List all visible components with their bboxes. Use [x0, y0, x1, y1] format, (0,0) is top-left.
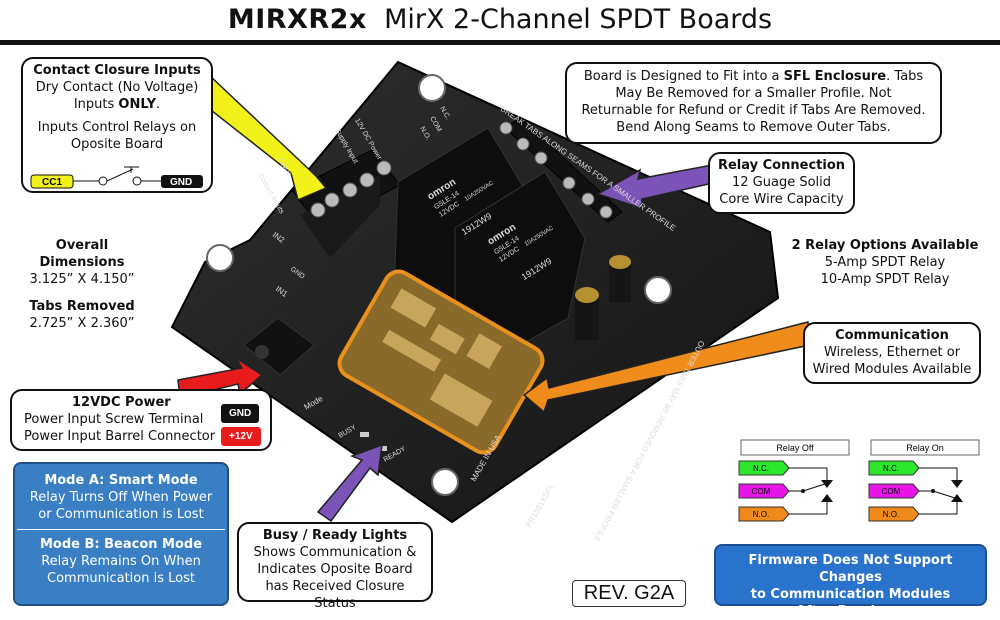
relay-screw: [599, 205, 613, 219]
relay-off-nc: N.C.: [753, 464, 769, 473]
relay-connection-callout: Relay Connection 12 Guage Solid Core Wir…: [708, 152, 855, 214]
relay-off-com: COM: [752, 487, 771, 496]
mode-b-line1: Relay Remains On When: [41, 554, 201, 569]
relay-options-heading: 2 Relay Options Available: [791, 238, 979, 253]
firmware-line3: After Purchase: [795, 604, 906, 619]
enclosure-line4: Bend Along Seams to Remove Outer Tabs.: [616, 120, 891, 135]
model-name: MIRXR2x: [227, 4, 367, 35]
busy-ready-heading: Busy / Ready Lights: [262, 528, 408, 543]
firmware-line2: to Communication Modules: [750, 587, 951, 602]
switch-diagram: CC1 GND: [30, 166, 203, 189]
contact-inputs-heading: Contact Closure Inputs: [33, 63, 201, 78]
terminal-screw: [342, 182, 358, 198]
mounting-hole: [418, 74, 446, 102]
relay-screw: [534, 151, 548, 165]
power-callout: 12VDC Power Power Input Screw Terminal P…: [10, 389, 272, 451]
overall-value: 3.125” X 4.150”: [29, 272, 135, 287]
power-12v-pill: +12V: [221, 427, 261, 446]
power-gnd-pill: GND: [221, 404, 260, 423]
terminal-screw: [359, 172, 375, 188]
modes-panel: Mode A: Smart Mode Relay Turns Off When …: [13, 462, 229, 606]
relay-off-no: N.O.: [753, 510, 769, 519]
contact-inputs-callout: Contact Closure Inputs Dry Contact (No V…: [21, 57, 213, 193]
mode-divider: [17, 529, 225, 530]
mounting-hole: [644, 276, 672, 304]
relay-on-no: N.O.: [883, 510, 899, 519]
overall-heading1: Overall: [55, 238, 109, 253]
enclosure-line3: Returnable for Refund or Credit if Tabs …: [581, 103, 926, 118]
dimensions-block: Overall Dimensions 3.125” X 4.150” Tabs …: [8, 237, 156, 332]
mode-b-line2: Communication is Lost: [47, 571, 195, 586]
communication-line2: Wired Modules Available: [812, 362, 972, 377]
overall-heading2: Dimensions: [39, 255, 125, 270]
relay-connection-line2: Core Wire Capacity: [719, 192, 844, 207]
board-print-part: PR1591XSFL: [524, 482, 557, 529]
busy-ready-callout: Busy / Ready Lights Shows Communication …: [237, 522, 433, 611]
terminal-screw: [310, 202, 326, 218]
firmware-note: Firmware Does Not Support Changes to Com…: [714, 544, 987, 619]
power-line1: Power Input Screw Terminal: [24, 412, 204, 427]
relay-options-line1: 5-Amp SPDT Relay: [824, 255, 946, 270]
power-line2: Power Input Barrel Connector: [24, 429, 216, 444]
relay-connection-heading: Relay Connection: [717, 158, 846, 173]
relay-off-label: Relay Off: [776, 443, 814, 453]
gnd-label: GND: [170, 177, 192, 188]
relay-screw: [499, 121, 513, 135]
barrel-connector: [243, 317, 315, 376]
enclosure-line2: May Be Removed for a Smaller Profile. No…: [615, 86, 892, 101]
relay-on-com: COM: [882, 487, 901, 496]
relay-on-nc: N.C.: [883, 464, 899, 473]
model-subtitle: MirX 2-Channel SPDT Boards: [384, 4, 773, 35]
power-heading: 12VDC Power: [72, 395, 171, 410]
relay-screw: [516, 137, 530, 151]
enclosure-note: Board is Designed to Fit into a SFL Encl…: [565, 62, 942, 144]
page-title: MIRXR2x MirX 2-Channel SPDT Boards: [0, 0, 1000, 40]
relay-off-diagram: Relay Off N.C. COM N.O.: [738, 439, 850, 522]
communication-module: [337, 269, 545, 455]
communication-callout: Communication Wireless, Ethernet or Wire…: [803, 322, 981, 384]
title-rule: [0, 40, 1000, 45]
tabs-heading: Tabs Removed: [29, 299, 135, 314]
relay-state-diagrams: Relay Off N.C. COM N.O. Relay On N.C. CO…: [738, 439, 980, 522]
ready-led: [378, 446, 387, 451]
contact-inputs-line1: Dry Contact (No Voltage): [35, 80, 199, 95]
mode-a-line1: Relay Turns Off When Power: [29, 490, 213, 505]
busy-ready-line3: has Received Closure Status: [265, 579, 405, 611]
tabs-value: 2.725” X 2.360”: [29, 316, 135, 331]
relay-options: 2 Relay Options Available 5-Amp SPDT Rel…: [790, 237, 980, 288]
relay-connection-line1: 12 Guage Solid: [731, 175, 832, 190]
mode-a-line2: or Communication is Lost: [38, 507, 204, 522]
relay-on-label: Relay On: [906, 443, 944, 453]
contact-inputs-line2: Inputs ONLY.: [73, 97, 161, 112]
revision-label: REV. G2A: [572, 580, 686, 607]
terminal-screw: [376, 160, 392, 176]
communication-line1: Wireless, Ethernet or: [823, 345, 961, 360]
mode-a-heading: Mode A: Smart Mode: [44, 473, 198, 488]
relay-on-diagram: Relay On N.C. COM N.O.: [868, 439, 980, 522]
communication-arrow: [522, 321, 811, 414]
relay-options-line2: 10-Amp SPDT Relay: [820, 272, 950, 287]
busy-ready-arrow: [316, 443, 383, 523]
busy-ready-line1: Shows Communication &: [253, 545, 417, 560]
cc1-label: CC1: [42, 177, 62, 188]
mounting-hole: [206, 244, 234, 272]
enclosure-line1: Board is Designed to Fit into a SFL Encl…: [583, 69, 924, 84]
communication-heading: Communication: [835, 328, 949, 343]
terminal-screw: [324, 192, 340, 208]
relay-screw: [581, 192, 595, 206]
relay-screw: [562, 176, 576, 190]
firmware-line1: Firmware Does Not Support Changes: [748, 553, 953, 585]
busy-ready-line2: Indicates Oposite Board: [257, 562, 413, 577]
busy-led: [360, 432, 369, 437]
mounting-hole: [431, 468, 459, 496]
contact-inputs-line4: Oposite Board: [70, 137, 164, 152]
contact-inputs-line3: Inputs Control Relays on: [37, 120, 197, 135]
board-print-contact: Contact Inputs: [256, 173, 285, 216]
mode-b-heading: Mode B: Beacon Mode: [39, 537, 203, 552]
